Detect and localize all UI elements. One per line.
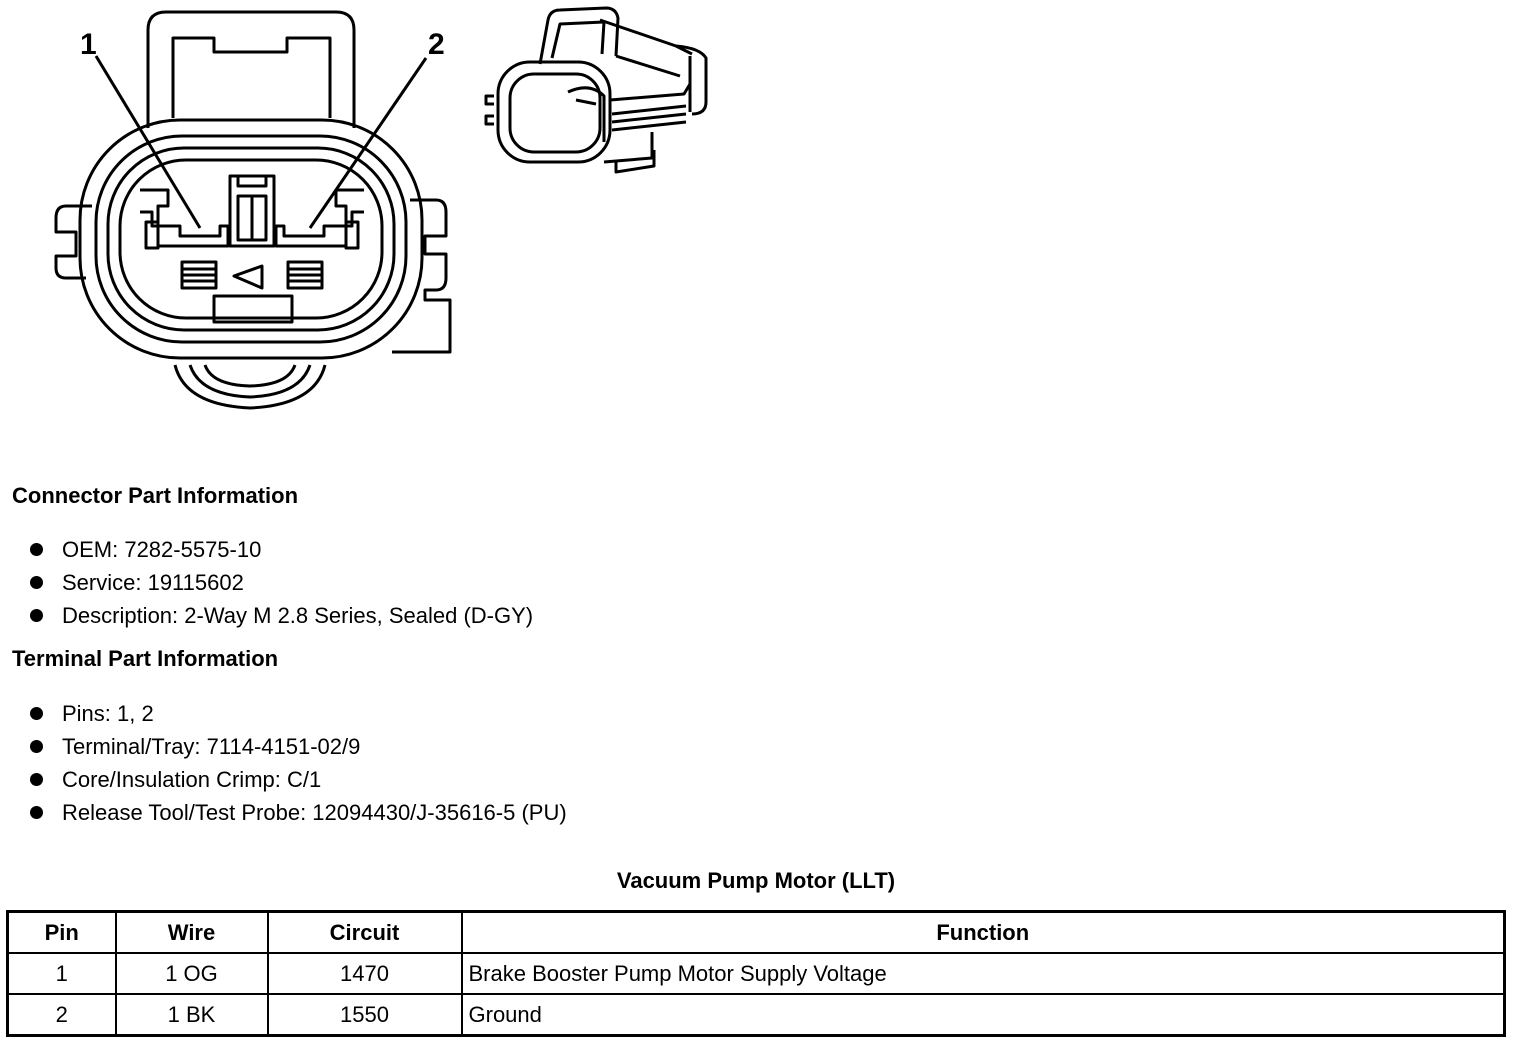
cell-circuit: 1550	[266, 993, 463, 1037]
column-header-circuit: Circuit	[266, 910, 463, 954]
column-header-wire: Wire	[114, 910, 269, 954]
bullet-icon	[30, 806, 43, 819]
table-row: 1 1 OG 1470 Brake Booster Pump Motor Sup…	[6, 952, 1506, 995]
terminal-info-list: Pins: 1, 2 Terminal/Tray: 7114-4151-02/9…	[0, 697, 567, 829]
list-item-text: Description: 2-Way M 2.8 Series, Sealed …	[62, 603, 534, 628]
cell-function: Ground	[460, 993, 1506, 1037]
list-item-text: Pins: 1, 2	[62, 701, 154, 726]
bullet-icon	[30, 609, 43, 622]
list-item-text: Service: 19115602	[62, 570, 244, 595]
bullet-icon	[30, 543, 43, 556]
list-item: Description: 2-Way M 2.8 Series, Sealed …	[0, 599, 533, 632]
cell-circuit: 1470	[266, 952, 463, 995]
bullet-icon	[30, 576, 43, 589]
cell-function: Brake Booster Pump Motor Supply Voltage	[460, 952, 1506, 995]
column-header-function: Function	[460, 910, 1506, 954]
list-item: Terminal/Tray: 7114-4151-02/9	[0, 730, 567, 763]
column-header-pin: Pin	[6, 910, 117, 954]
pin-table: Pin Wire Circuit Function 1 1 OG 1470 Br…	[6, 910, 1506, 1037]
list-item-text: Core/Insulation Crimp: C/1	[62, 767, 322, 792]
connector-info-heading: Connector Part Information	[12, 483, 299, 508]
list-item: Release Tool/Test Probe: 12094430/J-3561…	[0, 796, 567, 829]
pin-1-label: 1	[80, 28, 97, 61]
list-item: Pins: 1, 2	[0, 697, 567, 730]
table-title: Vacuum Pump Motor (LLT)	[616, 868, 896, 893]
bullet-icon	[30, 773, 43, 786]
table-row: 2 1 BK 1550 Ground	[6, 993, 1506, 1037]
cell-wire: 1 BK	[114, 993, 269, 1037]
list-item-text: Terminal/Tray: 7114-4151-02/9	[62, 734, 361, 759]
table-header-row: Pin Wire Circuit Function	[6, 910, 1506, 954]
list-item-text: Release Tool/Test Probe: 12094430/J-3561…	[62, 800, 567, 825]
connector-diagram: 1 2	[0, 0, 760, 440]
terminal-info-heading: Terminal Part Information	[12, 646, 279, 671]
connector-illustration: 1 2	[54, 6, 708, 410]
bullet-icon	[30, 707, 43, 720]
list-item: Service: 19115602	[0, 566, 533, 599]
connector-info-list: OEM: 7282-5575-10 Service: 19115602 Desc…	[0, 533, 533, 632]
list-item: OEM: 7282-5575-10	[0, 533, 533, 566]
bullet-icon	[30, 740, 43, 753]
list-item-text: OEM: 7282-5575-10	[62, 537, 262, 562]
pin-2-label: 2	[428, 28, 445, 61]
cell-wire: 1 OG	[114, 952, 269, 995]
list-item: Core/Insulation Crimp: C/1	[0, 763, 567, 796]
cell-pin: 1	[6, 952, 117, 995]
cell-pin: 2	[6, 993, 117, 1037]
